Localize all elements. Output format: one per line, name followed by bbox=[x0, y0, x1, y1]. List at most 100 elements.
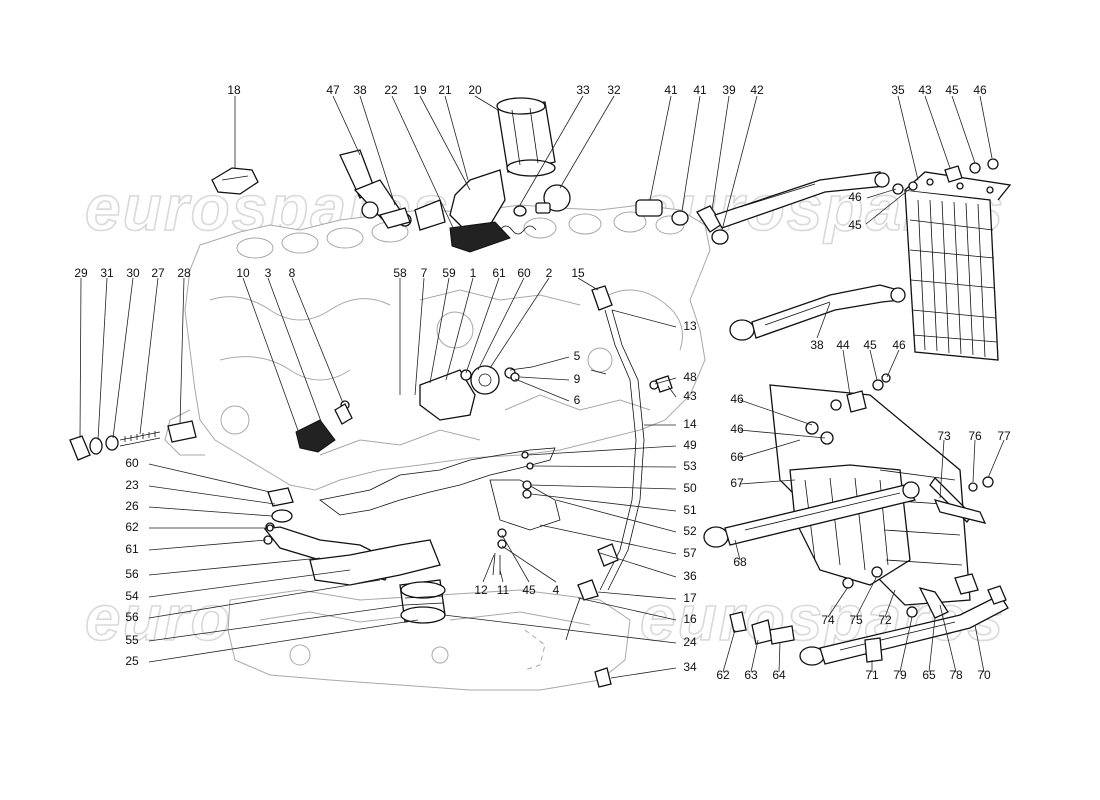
engine-block-icon bbox=[164, 204, 711, 491]
callout-71: 71 bbox=[865, 668, 879, 682]
callout-27: 27 bbox=[151, 266, 165, 280]
callout-61: 60 bbox=[517, 266, 531, 280]
callout-45c: 45 bbox=[863, 338, 877, 352]
callout-65: 64 bbox=[772, 668, 786, 682]
callout-57: 56 bbox=[125, 567, 139, 581]
callout-77: 77 bbox=[997, 429, 1011, 443]
callout-6: 6 bbox=[574, 393, 581, 407]
callout-46b: 46 bbox=[848, 190, 862, 204]
callout-59: 58 bbox=[393, 266, 407, 280]
callout-58: 57 bbox=[683, 546, 697, 560]
callout-43b: 44 bbox=[836, 338, 850, 352]
callout-48: 48 bbox=[683, 370, 697, 384]
callout-73: 73 bbox=[937, 429, 951, 443]
callout-16: 16 bbox=[683, 612, 697, 626]
callout-1: 1 bbox=[470, 266, 477, 280]
callout-23: 23 bbox=[125, 478, 139, 492]
callout-49: 49 bbox=[683, 438, 697, 452]
drain-plug-34 bbox=[594, 667, 612, 688]
callout-45d: 46 bbox=[730, 392, 744, 406]
callout-60b: 60 bbox=[125, 456, 139, 470]
nut-77 bbox=[982, 476, 994, 488]
oil-pan-gasket bbox=[319, 447, 561, 531]
callout-60: 59 bbox=[442, 266, 456, 280]
callout-79: 79 bbox=[893, 668, 907, 682]
callout-3: 3 bbox=[265, 266, 272, 280]
callout-40: 41 bbox=[664, 83, 678, 97]
pin-15 bbox=[591, 285, 613, 311]
callout-17: 17 bbox=[683, 591, 697, 605]
callout-70: 70 bbox=[977, 668, 991, 682]
bolt-75 bbox=[871, 566, 883, 578]
washer-51 bbox=[522, 489, 532, 499]
callout-8: 8 bbox=[289, 266, 296, 280]
callout-62: 61 bbox=[492, 266, 506, 280]
callout-7: 7 bbox=[421, 266, 428, 280]
callout-5: 5 bbox=[574, 349, 581, 363]
callout-66: 65 bbox=[922, 668, 936, 682]
callout-47: 47 bbox=[326, 83, 340, 97]
callout-21: 21 bbox=[438, 83, 452, 97]
callout-38: 38 bbox=[810, 338, 824, 352]
callout-2: 2 bbox=[546, 266, 553, 280]
callout-19: 19 bbox=[413, 83, 427, 97]
stud-49 bbox=[521, 451, 529, 459]
callout-labels: 18 47 38 22 19 21 20 33 32 41 41 39 42 3… bbox=[74, 83, 1011, 682]
callout-26: 26 bbox=[125, 499, 139, 513]
cooler-inlet-hose bbox=[635, 171, 890, 245]
callout-54: 54 bbox=[125, 589, 139, 603]
washer-76 bbox=[968, 482, 978, 492]
callout-62b: 62 bbox=[125, 520, 139, 534]
nut-6 bbox=[510, 372, 520, 382]
callout-50: 50 bbox=[683, 481, 697, 495]
oil-cap bbox=[211, 167, 259, 195]
callout-53: 53 bbox=[683, 459, 697, 473]
callout-31: 31 bbox=[100, 266, 114, 280]
callout-76: 76 bbox=[968, 429, 982, 443]
dipstick-plug bbox=[577, 579, 599, 601]
callout-13: 13 bbox=[683, 319, 697, 333]
nut-4 bbox=[497, 539, 507, 549]
washer-50 bbox=[522, 480, 532, 490]
filter-bracket bbox=[449, 221, 511, 253]
oil-sump-icon bbox=[263, 487, 446, 624]
callout-45b: 45 bbox=[848, 218, 862, 232]
callout-36: 36 bbox=[683, 569, 697, 583]
callout-11: 11 bbox=[497, 583, 510, 597]
callout-45: 45 bbox=[945, 83, 959, 97]
callout-35: 35 bbox=[891, 83, 905, 97]
callout-41b: 42 bbox=[750, 83, 764, 97]
callout-67: 66 bbox=[730, 450, 744, 464]
callout-29: 29 bbox=[74, 266, 88, 280]
callout-9: 9 bbox=[574, 372, 581, 386]
callout-46c: 46 bbox=[892, 338, 906, 352]
bracket-73 bbox=[933, 499, 987, 524]
callout-34: 34 bbox=[683, 660, 697, 674]
callout-32: 32 bbox=[607, 83, 621, 97]
callout-75: 75 bbox=[849, 613, 863, 627]
callout-74: 74 bbox=[821, 613, 835, 627]
callout-56: 56 bbox=[125, 610, 139, 624]
callout-64: 63 bbox=[744, 668, 758, 682]
callout-30: 30 bbox=[126, 266, 140, 280]
callout-20: 20 bbox=[468, 83, 482, 97]
callout-12: 12 bbox=[474, 583, 488, 597]
callout-46: 46 bbox=[973, 83, 987, 97]
callout-24: 24 bbox=[683, 635, 697, 649]
callout-22: 22 bbox=[384, 83, 398, 97]
oil-cooler-icon bbox=[904, 171, 1012, 361]
pump-drive-gear bbox=[295, 400, 353, 453]
callout-78: 78 bbox=[949, 668, 963, 682]
stud-5 bbox=[509, 366, 533, 371]
callout-55: 55 bbox=[125, 633, 139, 647]
callout-63: 62 bbox=[716, 668, 730, 682]
callout-68: 67 bbox=[730, 476, 744, 490]
pressure-relief-valve bbox=[69, 420, 197, 461]
stud-9 bbox=[590, 369, 607, 375]
dipstick-rod bbox=[565, 597, 581, 641]
callout-41: 41 bbox=[693, 83, 707, 97]
callout-14: 14 bbox=[683, 417, 697, 431]
dipstick-tube bbox=[599, 309, 637, 591]
pressure-sender bbox=[513, 184, 571, 217]
